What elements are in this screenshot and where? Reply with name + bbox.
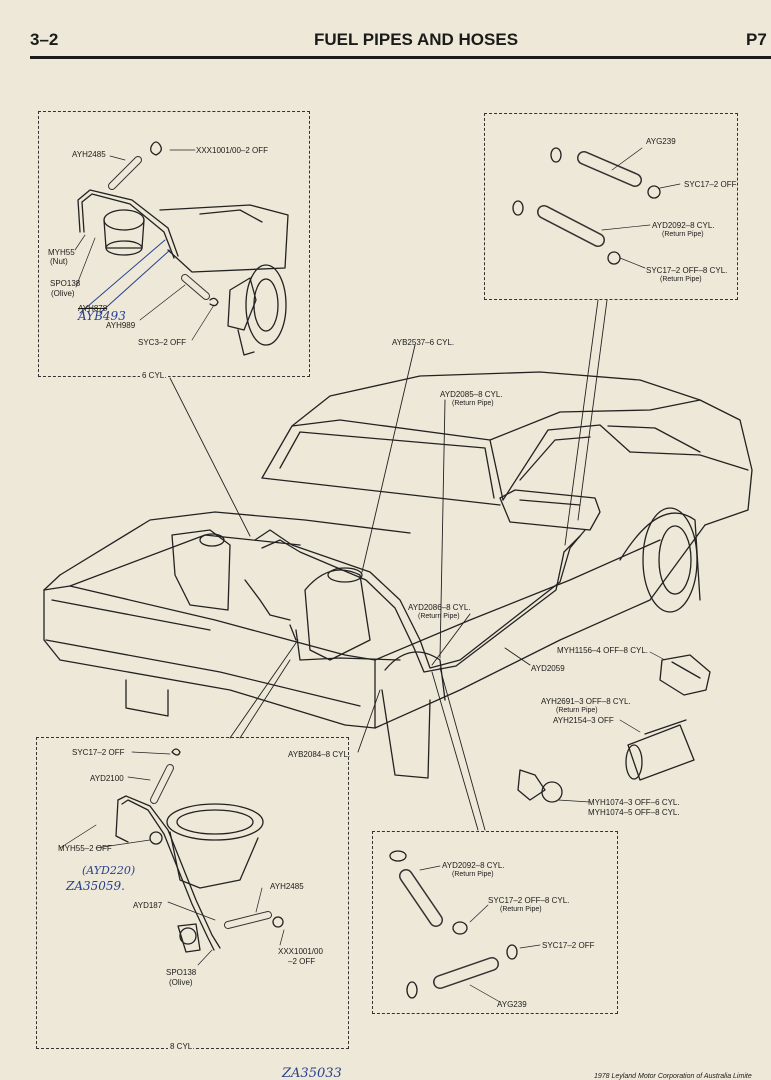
plate-number: P7 [746,30,767,49]
label-ayh2485-bottom: AYH2485 [270,882,304,891]
page-title: FUEL PIPES AND HOSES [314,30,519,49]
label-syc17-8cyl-top: SYC17–2 OFF–8 CYL. [646,266,728,275]
panel-6cyl-art [74,141,289,356]
handwritten-za35033: ZA35033 [282,1066,342,1080]
label-myh55: MYH55 [48,248,75,257]
label-myh1074-8cyl: MYH1074–5 OFF–8 CYL. [588,808,680,817]
loose-parts-art [517,651,711,803]
caption-6cyl: 6 CYL. [140,371,169,380]
panel-6cyl-feed [38,111,310,377]
label-myh55-sub: (Nut) [50,257,68,266]
panel-8cyl-pump-art [389,850,541,1003]
label-ayd187: AYD187 [133,901,163,910]
handwritten-za35059: ZA35059. [66,879,125,893]
label-ayb2084: AYB2084–8 CYL. [288,750,351,759]
header-rule [30,56,771,59]
page-number: 3–2 [30,30,59,49]
label-xxx1001-top: XXX1001/00–2 OFF [196,146,269,155]
copyright-notice: 1978 Leyland Motor Corporation of Austra… [594,1073,752,1080]
label-syc17-8cyl-top-sub: (Return Pipe) [660,276,702,283]
label-syc17-top: SYC17–2 OFF [684,180,737,189]
panel-8cyl-tank-hoses [484,113,738,300]
leader-lines [169,299,608,831]
label-syc17-8cyl-bottom-sub: (Return Pipe) [500,906,542,913]
label-ayh2691-sub: (Return Pipe) [556,707,598,714]
label-ayh878: AYH878 [78,304,108,313]
label-myh55-bottom: MYH55–2 OFF [58,844,112,853]
label-ayd2092-bottom-sub: (Return Pipe) [452,871,494,878]
label-ayh989: AYH989 [106,321,136,330]
label-ayd220: (AYD220) [82,864,136,877]
label-ayh2485-top: AYH2485 [72,150,106,159]
label-xxx1001-bottom: XXX1001/00 [278,947,323,956]
label-syc3: SYC3–2 OFF [138,338,187,347]
label-syc17-8cyl-bottom: SYC17–2 OFF–8 CYL. [488,896,570,905]
label-ayd2092-bottom: AYD2092–8 CYL. [442,861,505,870]
label-syc17-bottom: SYC17–2 OFF [72,748,125,757]
label-ayd2086-sub: (Return Pipe) [418,613,460,620]
label-xxx1001-bottom-qty: –2 OFF [288,957,316,966]
fuel-pipe-routes [254,529,586,673]
label-ayd2085-sub: (Return Pipe) [452,400,494,407]
label-ayb2537: AYB2537–6 CYL. [392,338,455,347]
label-ayd2092-top-sub: (Return Pipe) [662,231,704,238]
label-spo138-top-sub: (Olive) [51,289,75,298]
label-ayd2100: AYD2100 [90,774,124,783]
label-ayd2092-top: AYD2092–8 CYL. [652,221,715,230]
label-ayg239-top: AYG239 [646,137,676,146]
label-myh1156: MYH1156–4 OFF–8 CYL. [557,646,649,655]
car-body [43,371,753,779]
panel-8cyl-tank-art [512,147,681,269]
handwritten-ayb493: AYB493 [78,309,126,323]
label-ayg239-bottom: AYG239 [497,1000,527,1009]
label-ayh2691: AYH2691–3 OFF–8 CYL. [541,697,631,706]
label-myh1074-6cyl: MYH1074–3 OFF–6 CYL. [588,798,680,807]
caption-8cyl: 8 CYL. [168,1042,197,1051]
panel-8cyl-feed-art [59,748,285,966]
label-spo138-bottom: SPO138 [166,968,197,977]
label-ayh2154: AYH2154–3 OFF [553,716,614,725]
label-syc17-bottom-right: SYC17–2 OFF [542,941,595,950]
label-ayd2086: AYD2086–8 CYL. [408,603,471,612]
label-spo138-bottom-sub: (Olive) [169,978,193,987]
panel-8cyl-pump-hoses [372,831,618,1014]
label-spo138-top: SPO138 [50,279,81,288]
label-ayd2085: AYD2085–8 CYL. [440,390,503,399]
label-ayd2059: AYD2059 [531,664,565,673]
